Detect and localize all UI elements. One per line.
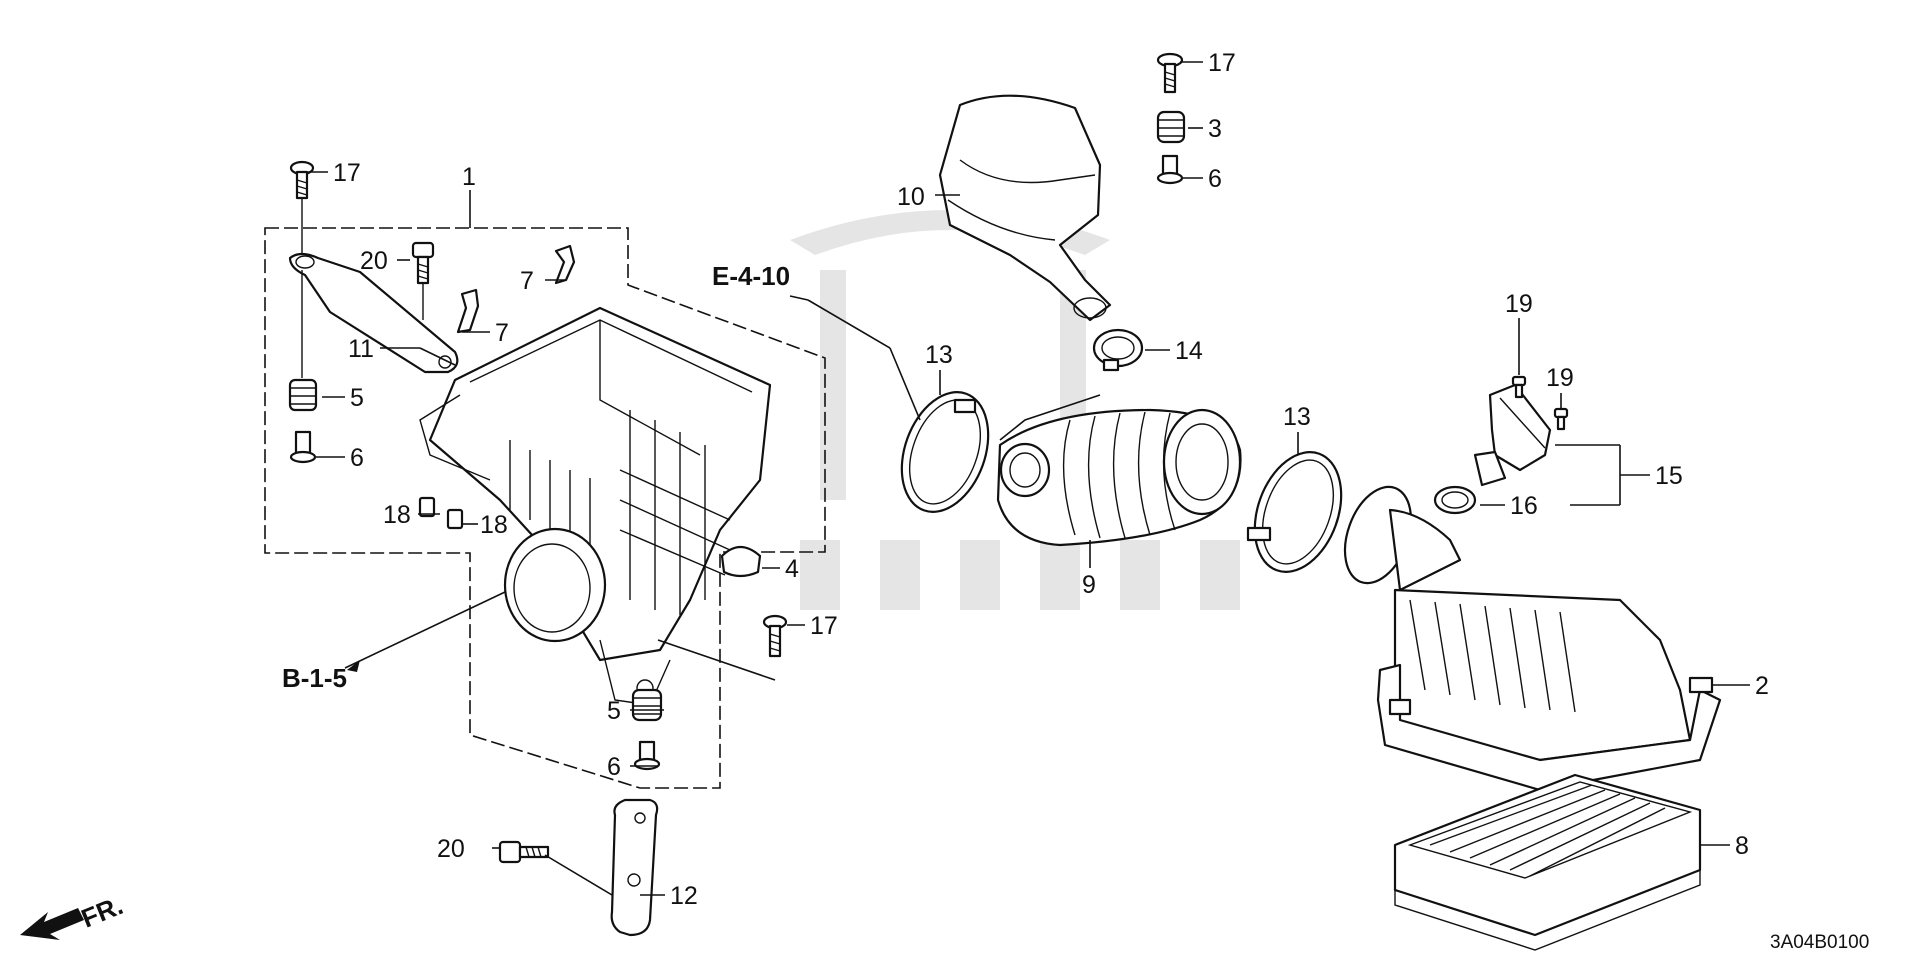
bracket-12 [610,798,659,937]
watermark [790,210,1240,610]
clamp-13-right [1246,451,1343,573]
callout-1: 1 [462,163,476,191]
clip-7-lower [456,288,480,334]
callout-7-lower: 7 [495,319,509,347]
callout-16: 16 [1510,492,1538,520]
callout-3: 3 [1208,115,1222,143]
callout-18-a: 18 [383,501,411,529]
callout-11: 11 [348,335,374,363]
callout-13-left: 13 [925,341,953,369]
leader-bolt-17-middle [657,639,776,681]
callout-19-a: 19 [1505,290,1533,318]
air-filter-element-8 [1393,773,1702,951]
callout-6-left: 6 [350,444,364,472]
callout-20-lower: 20 [437,835,465,863]
nut-18-a [418,496,436,518]
callout-14: 14 [1175,337,1203,365]
bolt-17-upper-left [289,160,315,200]
leader-lines [308,61,1750,896]
drawing-code: 3A04B0100 [1770,932,1869,953]
callout-7-upper: 7 [520,267,534,295]
clamp-14 [1092,328,1144,372]
callout-9: 9 [1082,571,1096,599]
bolt-20-top [411,241,435,285]
collar-6-left [289,430,317,464]
air-cleaner-housing-lower [419,306,772,706]
grommet-3 [1156,110,1186,144]
grommet-4 [720,545,762,578]
collar-6-lower [633,740,661,771]
callout-2: 2 [1755,672,1769,700]
air-intake-duct-10 [938,94,1112,322]
front-indicator-label: FR. [77,890,127,934]
nut-18-b [446,508,464,530]
callout-6-lower: 6 [607,753,621,781]
callout-17-middle: 17 [810,612,838,640]
clip-7-upper [554,244,576,285]
collar-6-top-right [1156,154,1184,185]
screw-19-a [1511,375,1527,399]
callout-10: 10 [897,183,925,211]
ref-b-arrowhead [347,660,360,672]
airflow-sensor-15 [1473,383,1552,487]
callout-15: 15 [1655,462,1683,490]
section-ref-b-1-5[interactable]: B-1-5 [282,663,347,693]
callout-17-upper-left: 17 [333,159,361,187]
callout-17-top-right: 17 [1208,49,1236,77]
bolt-17-top-right [1156,52,1184,94]
clamp-13-left [900,391,990,513]
air-cleaner-housing-upper [1343,485,1722,796]
callout-8: 8 [1735,832,1749,860]
ref-e-arrow [789,295,809,301]
callout-5-left: 5 [350,384,364,412]
o-ring-16 [1433,485,1477,515]
front-arrow-icon [20,908,84,940]
intake-tube-9 [996,408,1242,547]
grommet-5-left [288,378,318,412]
callout-19-b: 19 [1546,364,1574,392]
assembly-group-outline [264,227,826,789]
bolt-20-lower [498,840,550,864]
callout-20-top: 20 [360,247,388,275]
bolt-17-middle [762,614,788,658]
callout-12: 12 [670,882,698,910]
bracket-11 [288,252,459,374]
grommet-5-lower [631,688,663,722]
callout-6-top-right: 6 [1208,165,1222,193]
callout-4: 4 [785,555,799,583]
section-ref-e-4-10[interactable]: E-4-10 [712,261,790,291]
callout-13-right: 13 [1283,403,1311,431]
callout-5-lower: 5 [607,697,621,725]
screw-19-b [1553,407,1569,431]
callout-18-b: 18 [480,511,508,539]
